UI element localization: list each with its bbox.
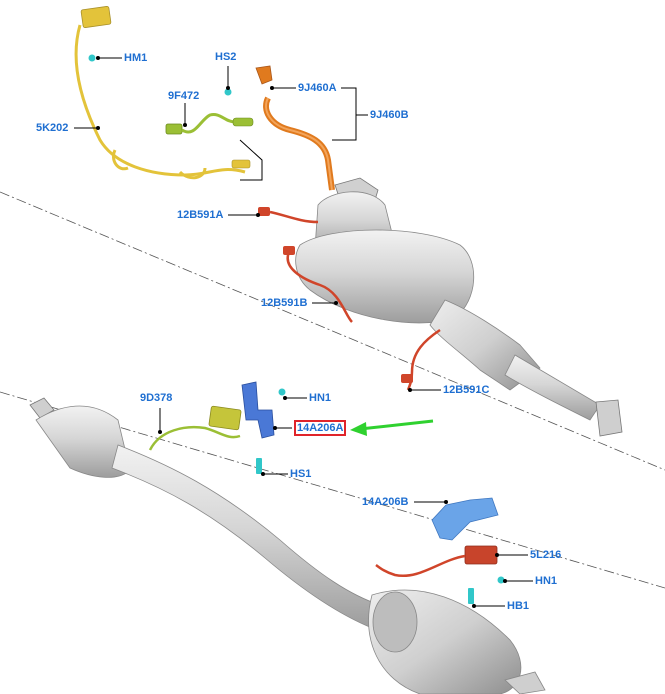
bracket-14a206b	[431, 497, 499, 541]
harness-5k202	[74, 5, 251, 180]
catalytic-converter-dpf	[295, 177, 623, 437]
label-9d378: 9D378	[140, 392, 173, 404]
pointer-arrow	[350, 419, 434, 436]
label-hm1: HM1	[124, 52, 148, 64]
label-hs2: HS2	[215, 51, 237, 63]
label-hn1-top: HN1	[309, 392, 332, 404]
leader-lines	[74, 56, 533, 608]
label-12b591b: 12B591B	[261, 297, 308, 309]
label-9f472: 9F472	[168, 90, 200, 102]
label-hn1-bottom: HN1	[535, 575, 558, 587]
label-hb1: HB1	[507, 600, 530, 612]
label-9j460a: 9J460A	[298, 82, 337, 94]
label-5k202: 5K202	[36, 122, 69, 134]
rear-exhaust-pipe	[29, 397, 546, 694]
label-hs1: HS1	[290, 468, 312, 480]
label-12b591a: 12B591A	[177, 209, 224, 221]
fasteners	[88, 54, 505, 604]
label-14a206b: 14A206B	[362, 496, 409, 508]
module-5l216	[375, 545, 498, 578]
label-14a206a-highlighted: 14A206A	[294, 420, 347, 436]
sensor-9f472	[165, 112, 254, 135]
label-5l216: 5L216	[530, 549, 562, 561]
sensor-12b591c	[401, 328, 441, 391]
pipe-9j460	[255, 65, 335, 191]
label-12b591c: 12B591C	[443, 384, 490, 396]
harness-9d378	[148, 405, 242, 451]
centerline-upper	[0, 191, 665, 471]
label-9j460b: 9J460B	[370, 109, 409, 121]
sensor-12b591b	[283, 246, 353, 323]
sensor-12b591a	[258, 207, 319, 224]
bracket-14a206a	[241, 381, 275, 439]
